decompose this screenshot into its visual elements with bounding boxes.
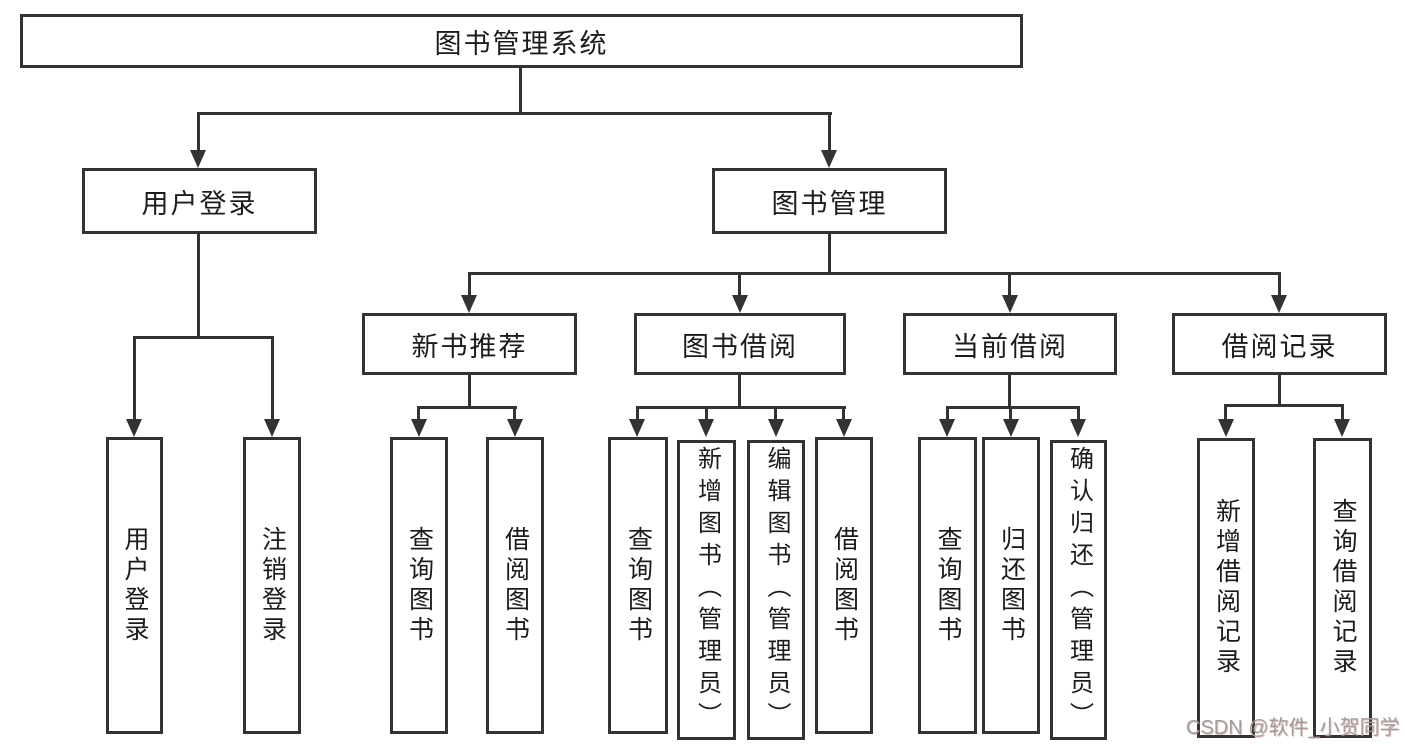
node-user-login-leaf: 用户登录	[106, 437, 163, 734]
node-borrow-books-recommend: 借阅图书	[486, 437, 544, 734]
node-label: 归还图书	[997, 525, 1026, 646]
node-label: 注销登录	[258, 525, 287, 646]
arrow-down-icon	[190, 150, 206, 168]
arrow-down-icon	[411, 419, 427, 437]
connector-drop	[468, 272, 471, 297]
node-user-login: 用户登录	[82, 168, 317, 234]
connector-book-mgmt-stem	[828, 234, 831, 272]
arrow-down-icon	[1002, 295, 1018, 313]
arrow-down-icon	[126, 419, 142, 437]
connector-drop	[1008, 272, 1011, 297]
connector-drop	[1224, 404, 1227, 421]
arrow-down-icon	[1003, 419, 1019, 437]
connector-user-login-branch	[133, 336, 274, 339]
node-label: 查询图书	[624, 525, 653, 646]
node-label: 用户登录	[141, 188, 258, 219]
node-query-borrow-record: 查询借阅记录	[1313, 438, 1372, 738]
node-add-borrow-record: 新增借阅记录	[1197, 438, 1255, 738]
node-new-book-recommend: 新书推荐	[362, 313, 577, 375]
node-book-borrowing: 图书借阅	[634, 313, 846, 375]
connector-drop	[842, 406, 845, 421]
connector-root-stem	[519, 68, 522, 112]
node-label: 新增图书（管理员）	[693, 446, 721, 734]
node-label: 图书管理	[771, 188, 888, 219]
arrow-down-icon	[939, 419, 955, 437]
node-query-books-borrowing: 查询图书	[608, 437, 668, 734]
node-label: 查询借阅记录	[1329, 498, 1357, 678]
node-label: 新书推荐	[411, 331, 528, 362]
node-label: 借阅记录	[1221, 331, 1338, 362]
connector-drop	[828, 112, 831, 152]
node-label: 当前借阅	[952, 331, 1068, 362]
node-label: 编辑图书（管理员）	[763, 446, 790, 734]
node-add-books-admin: 新增图书（管理员）	[677, 440, 736, 740]
node-label: 图书管理系统	[434, 28, 609, 59]
arrow-down-icon	[629, 419, 645, 437]
connector-branch	[636, 406, 846, 409]
node-label: 新增借阅记录	[1212, 498, 1241, 678]
connector-drop	[417, 406, 420, 421]
arrow-down-icon	[1218, 419, 1234, 437]
csdn-watermark: CSDN @软件_小贺同学	[1186, 717, 1400, 739]
node-edit-books-admin: 编辑图书（管理员）	[747, 440, 805, 740]
connector-stem	[1008, 375, 1011, 406]
node-label: 用户登录	[121, 525, 149, 646]
connector-branch	[946, 406, 1080, 409]
connector-stem	[1278, 375, 1281, 404]
node-library-system: 图书管理系统	[20, 14, 1023, 68]
connector-drop	[513, 406, 516, 421]
arrow-down-icon	[768, 419, 784, 437]
arrow-down-icon	[698, 419, 714, 437]
node-label: 借阅图书	[501, 525, 530, 646]
connector-drop	[1278, 272, 1281, 297]
connector-drop	[738, 272, 741, 297]
arrow-down-icon	[836, 419, 852, 437]
node-label: 确认归还（管理员）	[1065, 446, 1093, 734]
arrow-down-icon	[821, 150, 837, 168]
node-query-books-recommend: 查询图书	[390, 437, 448, 734]
node-confirm-return-admin: 确认归还（管理员）	[1050, 440, 1107, 740]
connector-stem	[738, 375, 741, 406]
connector-book-mgmt-branch	[468, 272, 1281, 275]
arrow-down-icon	[1070, 419, 1086, 437]
node-label: 查询图书	[934, 525, 962, 646]
arrow-down-icon	[507, 419, 523, 437]
connector-user-login-stem	[197, 233, 200, 336]
connector-branch	[1224, 404, 1343, 407]
connector-drop	[1009, 406, 1012, 421]
connector-stem	[468, 375, 471, 406]
arrow-down-icon	[732, 295, 748, 313]
node-current-borrowing: 当前借阅	[903, 313, 1117, 375]
connector-root-branch	[197, 112, 832, 115]
node-label: 借阅图书	[830, 525, 859, 646]
connector-drop	[636, 406, 639, 421]
arrow-down-icon	[1334, 419, 1350, 437]
arrow-down-icon	[264, 419, 280, 437]
connector-drop	[197, 112, 200, 152]
connector-drop	[705, 406, 708, 421]
connector-drop	[133, 336, 136, 421]
arrow-down-icon	[1271, 295, 1287, 313]
node-logout-leaf: 注销登录	[243, 437, 301, 734]
connector-drop	[271, 336, 274, 421]
node-query-books-current: 查询图书	[918, 437, 977, 734]
node-borrowing-records: 借阅记录	[1172, 313, 1387, 375]
node-label: 图书借阅	[682, 331, 798, 362]
connector-drop	[1077, 406, 1080, 421]
node-label: 查询图书	[405, 525, 434, 646]
node-return-books-leaf: 归还图书	[982, 437, 1040, 734]
arrow-down-icon	[461, 295, 477, 313]
connector-drop	[774, 406, 777, 421]
connector-drop	[1341, 404, 1344, 421]
node-borrow-books-leaf: 借阅图书	[815, 437, 873, 734]
node-book-management: 图书管理	[712, 168, 947, 234]
connector-drop	[946, 406, 949, 421]
connector-branch	[417, 406, 517, 409]
